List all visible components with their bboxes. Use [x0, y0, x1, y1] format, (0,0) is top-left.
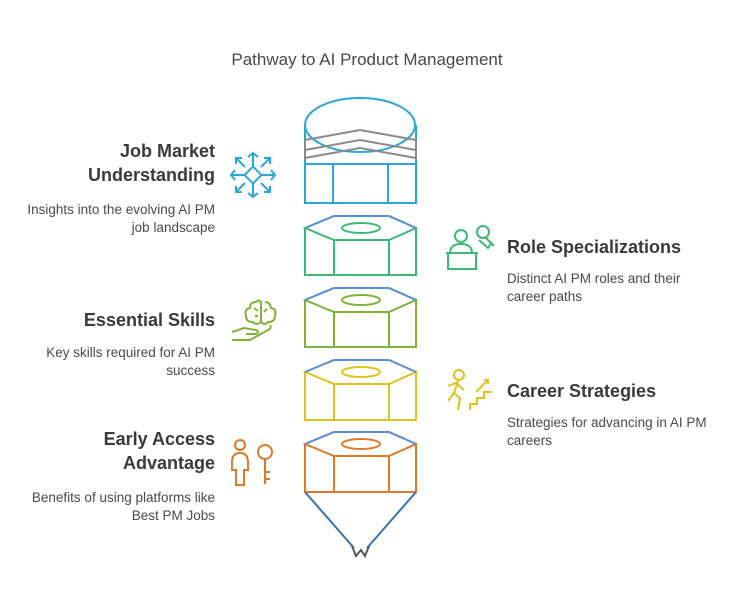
step-heading: Career Strategies — [507, 381, 657, 401]
hex-section-yellow — [302, 359, 419, 421]
pencil-tip — [304, 491, 417, 559]
step-description: Insights into the evolving AI PM job lan… — [27, 202, 215, 235]
step-heading: Job Market Understanding — [87, 141, 215, 185]
step-description: Distinct AI PM roles and their career pa… — [507, 271, 681, 304]
hex-section-orange — [302, 431, 419, 493]
person-key-icon — [231, 439, 273, 486]
step-heading: Essential Skills — [83, 310, 215, 330]
ferrule-bands — [304, 128, 417, 159]
hex-section-green — [302, 215, 419, 276]
diagram-title: Pathway to AI Product Management — [231, 50, 503, 69]
step-role-specializations: Role Specializations Distinct AI PM role… — [507, 235, 722, 306]
step-job-market: Job Market Understanding Insights into t… — [20, 139, 215, 237]
step-description: Key skills required for AI PM success — [46, 345, 215, 378]
step-heading: Role Specializations — [507, 237, 682, 257]
step-essential-skills: Essential Skills Key skills required for… — [20, 308, 215, 380]
presenter-icon — [446, 225, 495, 270]
step-description: Benefits of using platforms like Best PM… — [31, 490, 215, 523]
brain-hand-icon — [231, 299, 277, 341]
climbing-stairs-icon — [447, 369, 492, 411]
snowflake-network-icon — [229, 151, 277, 199]
step-early-access: Early Access Advantage Benefits of using… — [20, 427, 215, 525]
hex-section-olive — [302, 287, 419, 348]
step-heading: Early Access Advantage — [103, 429, 215, 473]
eraser-cap — [304, 97, 417, 204]
step-description: Strategies for advancing in AI PM career… — [507, 415, 707, 448]
step-career-strategies: Career Strategies Strategies for advanci… — [507, 379, 722, 450]
